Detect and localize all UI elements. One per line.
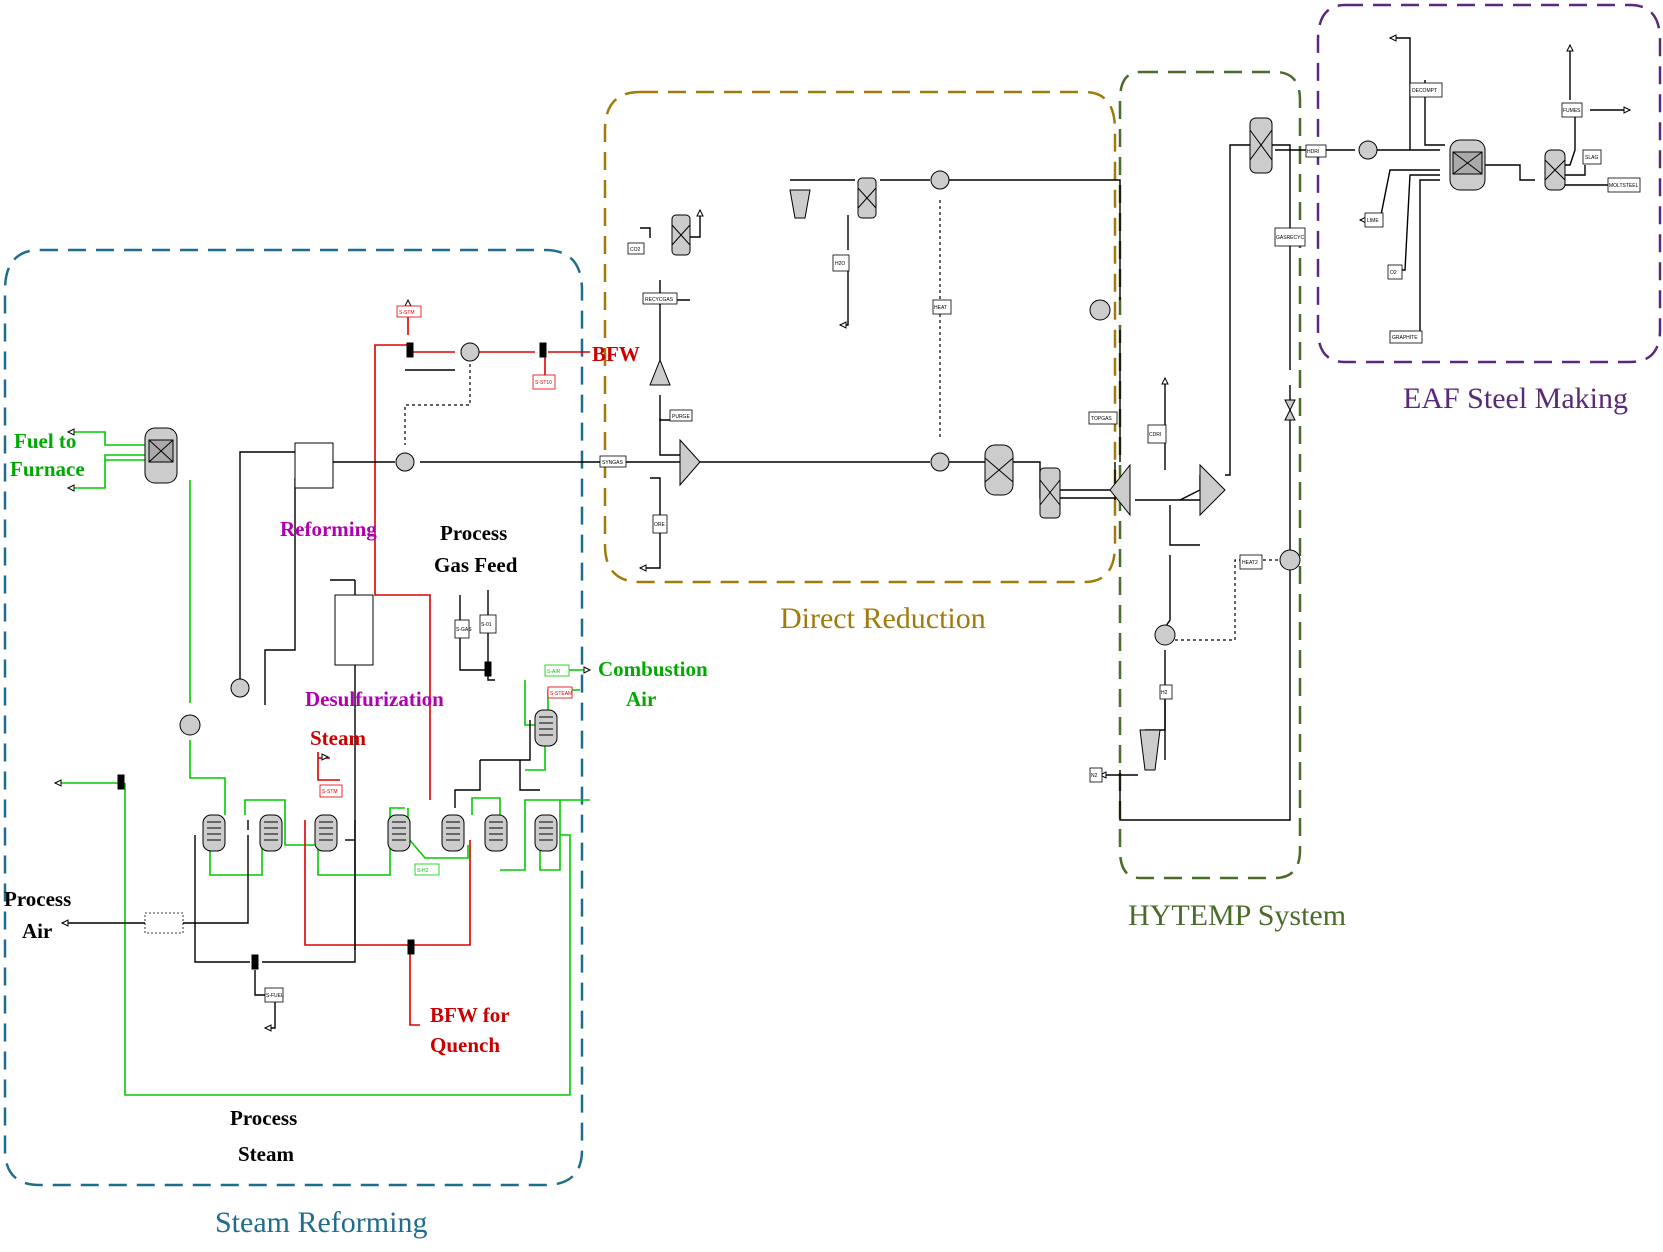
black-labels: Process Gas Feed Process Air Process Ste… <box>4 521 518 1166</box>
tag-s-h2: S-H2 <box>417 868 429 874</box>
section-title-direct-reduction: Direct Reduction <box>780 602 986 635</box>
stream-tag-boxes-green <box>144 664 570 934</box>
tag-cdri: CDRI <box>1149 432 1161 438</box>
label-steam: Steam <box>310 726 366 750</box>
label-process-steam-1: Process <box>230 1106 297 1130</box>
furnace-reactor <box>144 427 178 484</box>
tag-ore: ORE <box>654 522 666 528</box>
red-labels: BFW BFW for Quench Steam <box>310 342 640 1057</box>
section-title-eaf: EAF Steel Making <box>1403 382 1628 415</box>
stream-tag-text: SYNGAS ORE PURGE RECYCGAS CO2 H2O HEAT T… <box>266 88 1639 999</box>
tag-decomp: DECOMPT <box>1412 88 1437 94</box>
tag-o2: O2 <box>1390 270 1397 276</box>
label-process-air-1: Process <box>4 887 71 911</box>
tag-s-fuel: S-FUEL <box>266 993 284 999</box>
tag-s-stm: S-STM <box>399 310 415 316</box>
co2-separator <box>671 214 691 256</box>
steam-reforming-boundary <box>3 248 584 1187</box>
tag-co2: CO2 <box>630 247 641 253</box>
h2o-separator <box>857 177 877 219</box>
heat-exchanger-train <box>202 709 558 852</box>
stream-tag-boxes-red <box>319 305 573 798</box>
tag-s-stm2: S-STM <box>322 789 338 795</box>
direct-reduction-boundary <box>603 90 1117 584</box>
hx-stripes <box>207 716 553 841</box>
label-bfw-quench-2: Quench <box>430 1033 500 1057</box>
label-bfw: BFW <box>592 342 640 366</box>
tag-hdri: HDRI <box>1307 149 1319 155</box>
heaters <box>179 140 1378 736</box>
tag-h2: H2 <box>1161 690 1168 696</box>
tag-s-st10: S-ST10 <box>535 380 552 386</box>
label-combustion-air-1: Combustion <box>598 657 708 681</box>
compressors <box>649 189 1226 771</box>
eaf-furnace <box>1449 139 1486 191</box>
valves <box>117 342 1296 970</box>
label-reforming: Reforming <box>280 517 377 541</box>
stream-tag-boxes <box>264 82 1641 1003</box>
tag-gasrecyc: GASRECYC <box>1276 235 1304 241</box>
label-process-air-2: Air <box>22 919 52 943</box>
shaft-furnace <box>984 444 1014 496</box>
tag-s-01: S-01 <box>481 622 492 628</box>
tag-syngas: SYNGAS <box>602 460 624 466</box>
tag-fumes: FUMES <box>1563 108 1581 114</box>
tag-h2o: H2O <box>835 261 845 267</box>
label-fuel-to-furnace-2: Furnace <box>10 457 85 481</box>
section-title-steam-reforming: Steam Reforming <box>215 1206 427 1239</box>
tag-recycgas: RECYCGAS <box>645 297 674 303</box>
label-desulfurization: Desulfurization <box>305 687 444 711</box>
label-process-gas-feed-2: Gas Feed <box>434 553 518 577</box>
tag-purge: PURGE <box>672 414 690 420</box>
green-labels: Fuel to Furnace Combustion Air <box>10 429 708 711</box>
tag-moltsteel: MOLTSTEEL <box>1609 183 1639 189</box>
black-streams <box>62 37 1630 1029</box>
slag-separator <box>1544 149 1566 191</box>
tag-topgas: TOPGAS <box>1091 416 1112 422</box>
tag-heat: HEAT <box>934 305 947 311</box>
tag-s-gas: S-GAS <box>456 627 472 633</box>
tag-lime: LIME <box>1367 218 1379 224</box>
label-process-steam-2: Steam <box>238 1142 294 1166</box>
energy-streams <box>404 200 1278 641</box>
label-combustion-air-2: Air <box>626 687 656 711</box>
tag-slag: SLAG <box>1585 155 1598 161</box>
tag-s-steam: S-STEAM <box>550 691 572 697</box>
label-fuel-to-furnace-1: Fuel to <box>14 429 76 453</box>
tag-graphite: GRAPHITE <box>1392 335 1418 341</box>
label-bfw-quench-1: BFW for <box>430 1003 510 1027</box>
reformer-block <box>294 442 334 489</box>
tag-s-air: S-AIR <box>547 669 561 675</box>
section-title-hytemp: HYTEMP System <box>1128 899 1346 932</box>
tag-heat2: HEAT2 <box>1242 560 1258 566</box>
hytemp-separator <box>1249 117 1273 174</box>
eaf-boundary <box>1316 3 1662 364</box>
desulfurizer-block <box>334 594 374 666</box>
cooler-vessel <box>1039 467 1061 519</box>
label-process-gas-feed-1: Process <box>440 521 507 545</box>
magenta-labels: Reforming Desulfurization <box>280 517 444 711</box>
tag-n2: N2 <box>1091 773 1098 779</box>
hytemp-boundary <box>1118 70 1302 880</box>
